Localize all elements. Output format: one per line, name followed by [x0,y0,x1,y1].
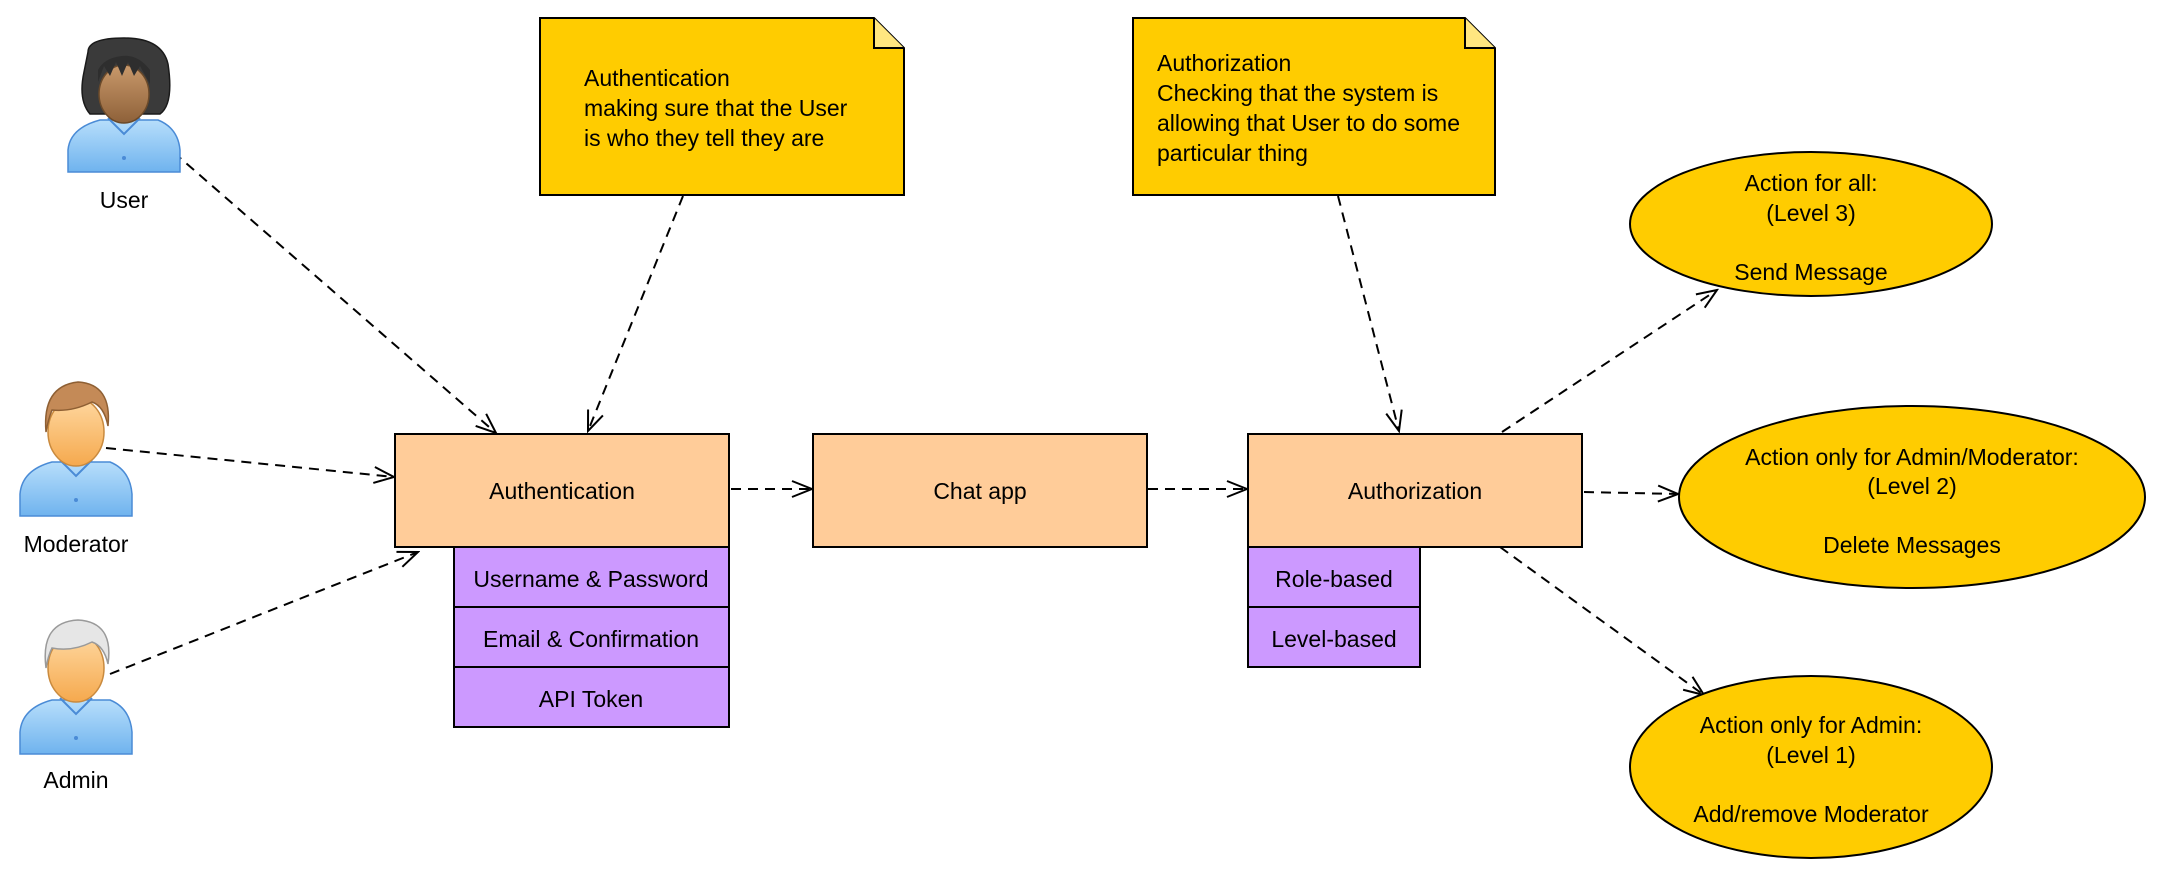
auth-method-label: API Token [539,686,643,712]
authz-note-line-2: Checking that the system is [1157,80,1438,106]
edge-admin-to-authentication [109,552,418,675]
authz-note-line-4: particular thing [1157,140,1308,166]
auth-method-label: Email & Confirmation [483,626,699,652]
authentication-box-label: Authentication [489,478,635,504]
auth-method-username-password[interactable]: Username & Password [453,546,730,608]
moderator-label: Moderator [24,531,129,557]
edge-authorization-to-level3 [1501,290,1717,433]
action-level-2[interactable]: Action only for Admin/Moderator: (Level … [1678,405,2146,589]
auth-note-line-1: Authentication [584,65,730,91]
user-label: User [100,187,149,213]
user-person-icon [67,37,181,173]
edge-moderator-to-authentication [105,447,394,477]
auth-note-line-2: making sure that the User [584,95,848,121]
edges [105,129,1717,695]
chat-app-box-label: Chat app [933,478,1026,504]
auth-method-email-confirmation[interactable]: Email & Confirmation [453,606,730,668]
action-level-1[interactable]: Action only for Admin: (Level 1) Add/rem… [1629,675,1993,859]
chat-app-box[interactable]: Chat app [812,433,1148,548]
action-level-3-line-4: Send Message [1734,259,1887,285]
auth-method-label: Username & Password [473,566,708,592]
action-level-2-line-2: (Level 2) [1867,473,1956,499]
actor-user[interactable]: User [67,37,181,213]
authz-method-role-based[interactable]: Role-based [1247,546,1421,608]
action-level-2-line-1: Action only for Admin/Moderator: [1745,444,2079,470]
action-level-3-line-1: Action for all: [1745,170,1878,196]
authz-note-line-3: allowing that User to do some [1157,110,1460,136]
action-level-1-line-1: Action only for Admin: [1700,712,1922,738]
action-level-3[interactable]: Action for all: (Level 3) Send Message [1629,151,1993,297]
authz-method-level-based[interactable]: Level-based [1247,606,1421,668]
admin-person-icon [19,619,133,755]
auth-method-api-token[interactable]: API Token [453,666,730,728]
authz-note-line-1: Authorization [1157,50,1291,76]
edge-authorization-to-level1 [1499,546,1704,695]
admin-label: Admin [43,767,108,793]
authorization-note[interactable]: Authorization Checking that the system i… [1132,17,1496,196]
action-level-1-line-2: (Level 1) [1766,742,1855,768]
edge-authorization-to-level2 [1583,492,1678,494]
authz-method-label: Role-based [1275,566,1393,592]
authorization-box[interactable]: Authorization [1247,433,1583,548]
authentication-box[interactable]: Authentication [394,433,730,548]
action-level-1-line-4: Add/remove Moderator [1693,801,1929,827]
actor-admin[interactable]: Admin [19,619,133,793]
actor-moderator[interactable]: Moderator [19,381,133,557]
authentication-note[interactable]: Authentication making sure that the User… [539,17,905,196]
action-level-3-line-2: (Level 3) [1766,200,1855,226]
authz-method-label: Level-based [1271,626,1396,652]
edge-auth-note-to-authentication [588,195,684,431]
authorization-box-label: Authorization [1348,478,1482,504]
action-level-2-line-4: Delete Messages [1823,532,2001,558]
auth-note-line-3: is who they tell they are [584,125,824,151]
edge-user-to-authentication [147,129,496,433]
moderator-person-icon [19,381,133,517]
edge-authz-note-to-authorization [1337,195,1399,431]
